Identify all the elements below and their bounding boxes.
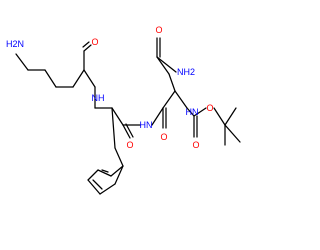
- atom-label-amide-oxygen: O: [155, 25, 162, 35]
- atom-label-amine-terminal: H2N: [6, 39, 24, 49]
- atom-label-carbamate-nh: HN: [186, 107, 199, 117]
- atom-label-phe-carbonyl-oxygen: O: [126, 140, 133, 150]
- bond-lines: [15, 37, 241, 195]
- atom-label-amine-nh: NH: [92, 93, 105, 103]
- molecule-diagram: H2N O NH HN O O O NH2 HN O O: [6, 25, 241, 195]
- atom-label-amide-nh: HN: [140, 120, 153, 130]
- atom-label-carbamate-ether-oxygen: O: [206, 103, 213, 113]
- atom-label-aldehyde-oxygen: O: [91, 37, 98, 47]
- atom-label-amide-nh2: NH2: [177, 67, 195, 77]
- atom-label-gln-carbonyl-oxygen: O: [160, 132, 167, 142]
- atom-label-carbamate-carbonyl-oxygen: O: [192, 140, 199, 150]
